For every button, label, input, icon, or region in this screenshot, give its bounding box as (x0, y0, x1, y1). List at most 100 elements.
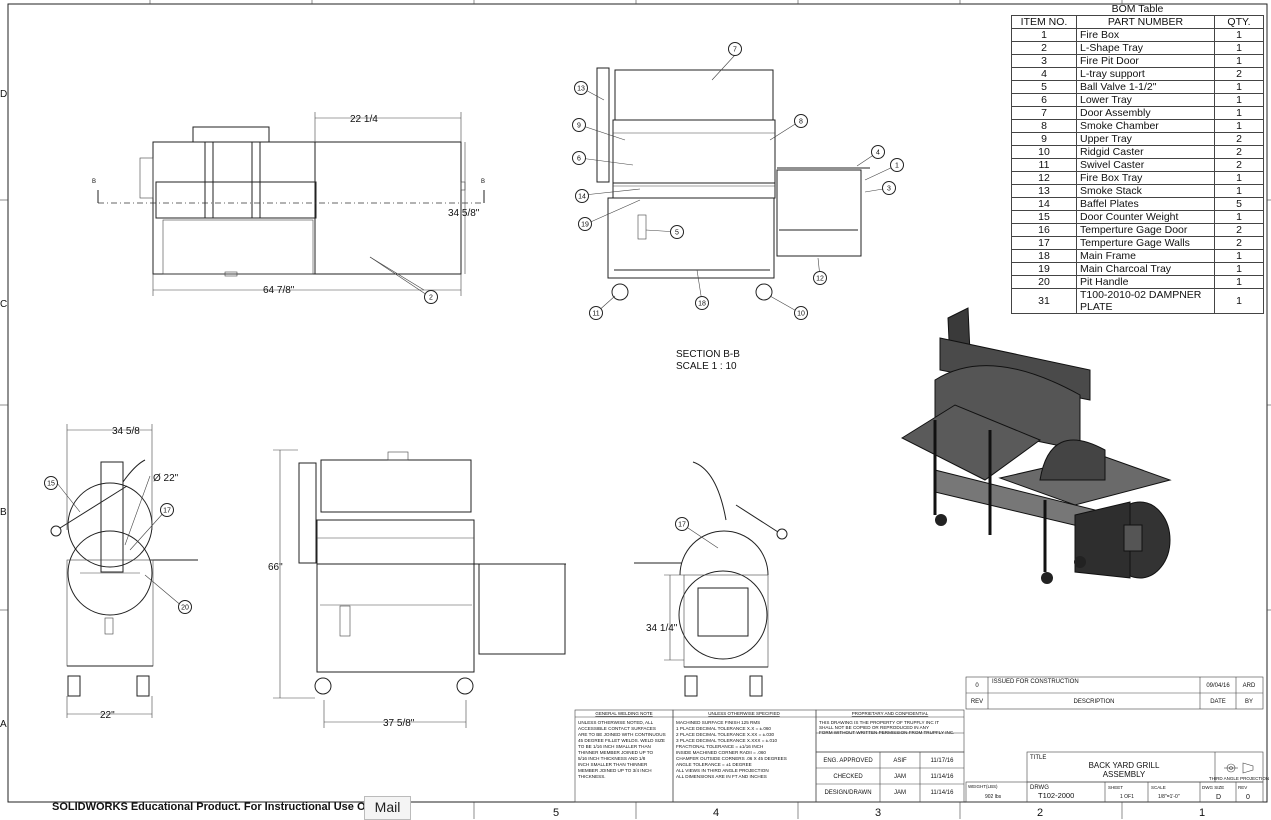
cut-label: B (92, 179, 96, 185)
dim-top-height: 34 5/8" (448, 208, 480, 219)
bom-part-number: Fire Box (1076, 28, 1215, 42)
bom-part-number: L-Shape Tray (1076, 41, 1215, 55)
educational-watermark: SOLIDWORKS Educational Product. For Inst… (52, 801, 384, 813)
bom-item-number: 12 (1011, 171, 1077, 185)
bom-part-number: Door Counter Weight (1076, 210, 1215, 224)
desc-header: DESCRIPTION (1073, 699, 1114, 705)
bom-quantity: 1 (1214, 80, 1264, 94)
tol-line: CHAMFER OUTSIDE CORNERS .06 X 45 DEGREES (676, 756, 787, 761)
bom-quantity: 1 (1214, 28, 1264, 42)
bom-item-number: 19 (1011, 262, 1077, 276)
prop-line: THIS DRAWING IS THE PROPERTY OF TRUPFLY … (819, 720, 939, 725)
zone-label: D (0, 89, 7, 100)
bom-item-number: 1 (1011, 28, 1077, 42)
bom-part-number: Temperture Gage Walls (1076, 236, 1215, 250)
section-scale: SCALE 1 : 10 (676, 361, 737, 372)
bom-quantity: 1 (1214, 93, 1264, 107)
dim-side-base: 22" (100, 710, 115, 721)
dim-top-width: 22 1/4 (350, 114, 378, 125)
weight-label: WEIGHT(LBS) (968, 784, 998, 789)
proprietary-title: PROPRIETARY AND CONFIDENTIAL (852, 711, 929, 716)
tol-line: 1 PLACE DECIMAL TOLERANCE X.X = ±.060 (676, 726, 771, 731)
signoff-table (815, 751, 965, 803)
dim-side-width: 34 5/8 (112, 426, 140, 437)
zone-label: 5 (553, 807, 559, 819)
weld-note-text: UNLESS OTHERWISE NOTED, ALL ACCESSIBLE C… (578, 720, 666, 779)
balloon-2: 2 (429, 295, 433, 302)
weld-line: 45 DEGREE FILLET WELDS. WELD SIZE (578, 738, 665, 743)
bom-quantity: 1 (1214, 171, 1264, 185)
bom-quantity: 1 (1214, 119, 1264, 133)
bom-part-number: Swivel Caster (1076, 158, 1215, 172)
bom-part-number: Main Frame (1076, 249, 1215, 263)
bom-quantity: 2 (1214, 236, 1264, 250)
bom-part-number: Ridgid Caster (1076, 145, 1215, 159)
bom-quantity: 1 (1214, 262, 1264, 276)
signoff-name: JAM (894, 774, 906, 780)
rev-label: REV (1238, 785, 1247, 790)
drawing-title: BACK YARD GRILL (1089, 761, 1160, 770)
drawing-subtitle: ASSEMBLY (1103, 770, 1146, 779)
bom-header-row: ITEM NO. PART NUMBER QTY. (1011, 15, 1264, 29)
mail-button[interactable]: Mail (364, 796, 411, 820)
scale-label: SCALE (1151, 785, 1166, 790)
zone-label: 4 (713, 807, 719, 819)
title-label: TITLE (1030, 755, 1046, 761)
dwg-label: DRWG (1030, 785, 1049, 791)
balloon-18: 18 (698, 301, 706, 308)
size-label: DWG SIZE (1202, 785, 1224, 790)
balloon-7: 7 (733, 47, 737, 54)
bom-item-number: 9 (1011, 132, 1077, 146)
bom-title: BOM Table (1111, 3, 1164, 15)
bom-quantity: 5 (1214, 197, 1264, 211)
signoff-date: 11/14/16 (931, 774, 955, 780)
side-view (50, 424, 198, 718)
signoff-role: CHECKED (833, 774, 863, 780)
bom-part-number: Fire Box Tray (1076, 171, 1215, 185)
bom-quantity: 1 (1214, 210, 1264, 224)
bom-item-number: 3 (1011, 54, 1077, 68)
balloon-17: 17 (163, 508, 171, 515)
zone-label: 1 (1199, 807, 1205, 819)
balloon-14: 14 (578, 194, 586, 201)
dim-front-height: 66" (268, 562, 283, 573)
balloon-11: 11 (592, 311, 599, 318)
tol-line: ANGLE TOLERANCE = ±1 DEGREE (676, 762, 752, 767)
dwg-number: T102-2000 (1038, 791, 1074, 800)
tolerance-title: UNLESS OTHERWISE SPECIFIED (708, 711, 780, 716)
projection-label: THIRD ANGLE PROJECTION (1209, 776, 1269, 781)
bom-part-number: Main Charcoal Tray (1076, 262, 1215, 276)
bom-part-number: L-tray support (1076, 67, 1215, 81)
weld-line: THICKNESS. (578, 774, 606, 779)
front-view (273, 449, 566, 728)
weld-line: ARE TO BE JOINED WITH CONTINUOUS (578, 732, 666, 737)
weld-line: INCH SMALLER THAN THINNER (578, 762, 648, 767)
cut-label: B (481, 179, 485, 185)
tol-line: 3 PLACE DECIMAL TOLERANCE X.XXX = ±.010 (676, 738, 778, 743)
rev-by: ARD (1243, 683, 1256, 689)
rev-number: 0 (975, 683, 979, 689)
bom-part-number: Baffel Plates (1076, 197, 1215, 211)
bom-quantity: 2 (1214, 67, 1264, 81)
balloon-19: 19 (581, 222, 589, 229)
signoff-role: ENG. APPROVED (823, 758, 873, 764)
zone-label: B (0, 507, 7, 518)
bom-part-number: Lower Tray (1076, 93, 1215, 107)
bom-quantity: 1 (1214, 288, 1264, 314)
balloon-10: 10 (797, 311, 805, 318)
title-block (965, 751, 1264, 803)
section-view (596, 67, 870, 301)
zone-label: A (0, 719, 7, 730)
zone-label: 3 (875, 807, 881, 819)
dim-top-length: 64 7/8" (263, 285, 295, 296)
rev-header: REV (971, 699, 983, 705)
bom-part-number: Smoke Stack (1076, 184, 1215, 198)
